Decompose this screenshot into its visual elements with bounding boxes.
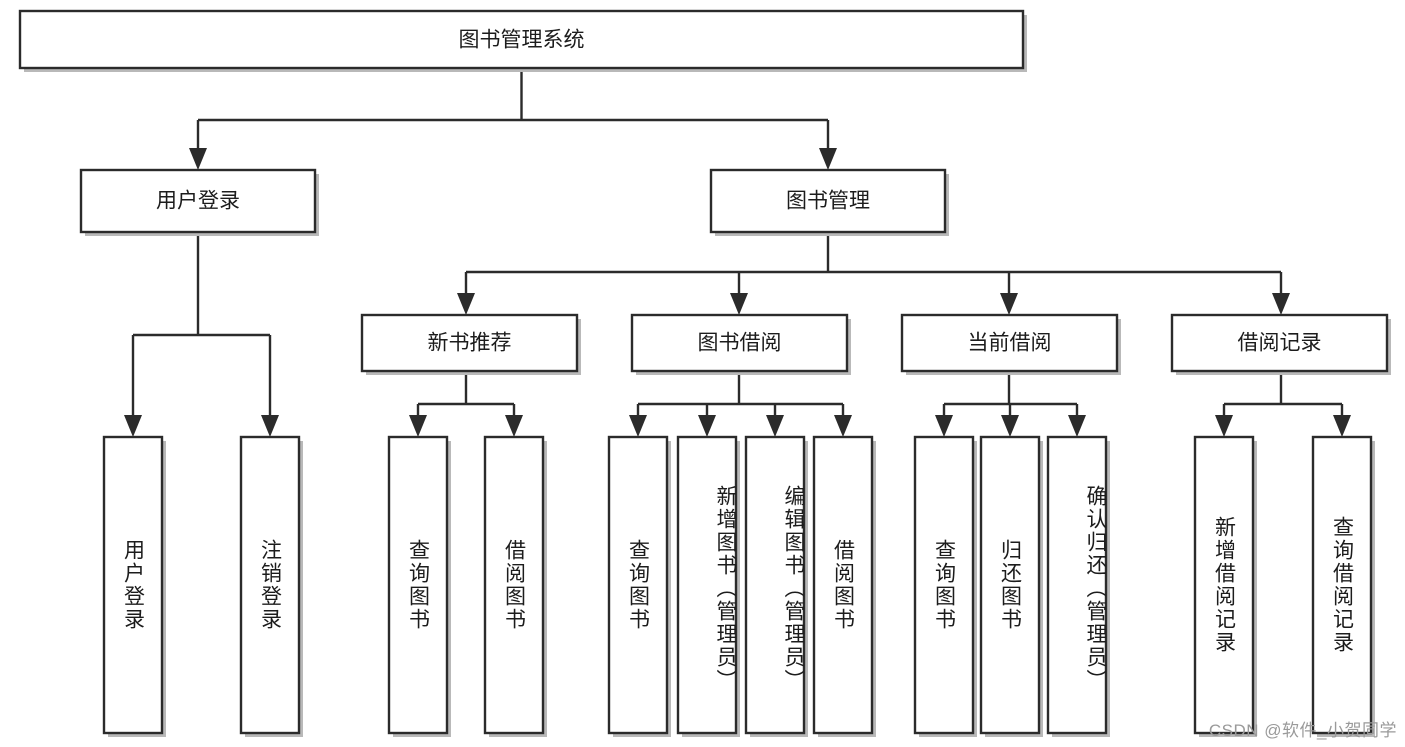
node-new-book-recommend-box[interactable] — [360, 313, 579, 373]
node-user-login-box[interactable] — [79, 168, 317, 234]
node-user-login-label: 用户登录 — [156, 190, 240, 213]
node-root[interactable]: 图书管理系统 — [18, 9, 1027, 72]
leaf-confirm-return-label: 确认归还（管理员） — [1084, 484, 1106, 692]
connectors-book-borrow-to-leaves — [629, 375, 852, 437]
arrow-to-leaf-query-book-2-icon — [629, 415, 647, 437]
leaf-logout-box[interactable] — [239, 435, 301, 735]
node-new-book-recommend-label: 新书推荐 — [428, 332, 512, 355]
arrow-to-leaf-add-record-icon — [1215, 415, 1233, 437]
arrow-to-leaf-query-book-3-icon — [935, 415, 953, 437]
leaf-return-book-box[interactable] — [979, 435, 1041, 735]
connectors-borrow-record-to-leaves — [1215, 375, 1351, 437]
arrow-to-new-book-recommend-icon — [457, 293, 475, 315]
leaf-edit-book-box[interactable] — [744, 435, 806, 735]
node-current-borrow-label: 当前借阅 — [968, 332, 1052, 355]
leaf-borrow-book-2-box[interactable] — [812, 435, 874, 735]
node-user-login[interactable]: 用户登录 — [79, 168, 319, 236]
arrow-to-user-login-icon — [189, 148, 207, 170]
arrow-to-leaf-user-login-icon — [124, 415, 142, 437]
leaf-query-book-2-box[interactable] — [607, 435, 669, 735]
connectors-book-management-to-level3 — [457, 232, 1290, 315]
node-borrow-record-box[interactable] — [1170, 313, 1389, 373]
connectors-root-to-level2 — [189, 68, 837, 170]
node-borrow-record-label: 借阅记录 — [1238, 332, 1322, 355]
connectors-current-borrow-to-leaves — [935, 375, 1086, 437]
leaf-add-book-box[interactable] — [676, 435, 738, 735]
node-book-borrow[interactable]: 图书借阅 — [630, 313, 851, 375]
leaf-borrow-book-1-box[interactable] — [483, 435, 545, 735]
node-book-management-box[interactable] — [709, 168, 947, 234]
node-current-borrow-box[interactable] — [900, 313, 1119, 373]
leaf-query-book-3-box[interactable] — [913, 435, 975, 735]
node-book-management-label: 图书管理 — [786, 190, 870, 213]
node-book-borrow-box[interactable] — [630, 313, 849, 373]
leaf-user-login-box[interactable] — [102, 435, 164, 735]
leaf-borrow-book-1-label: 借阅图书 — [502, 539, 526, 631]
leaf-query-record-label: 查询借阅记录 — [1330, 516, 1354, 654]
leaf-boxes — [102, 435, 1375, 737]
leaf-logout-label: 注销登录 — [258, 539, 282, 631]
node-book-borrow-label: 图书借阅 — [698, 332, 782, 355]
arrow-to-leaf-borrow-book-2-icon — [834, 415, 852, 437]
node-new-book-recommend[interactable]: 新书推荐 — [360, 313, 581, 375]
leaf-query-book-1-label: 查询图书 — [406, 539, 430, 631]
node-root-box[interactable] — [18, 9, 1025, 70]
arrow-to-leaf-confirm-return-icon — [1068, 415, 1086, 437]
leaf-add-record-box[interactable] — [1193, 435, 1255, 735]
connectors-new-book-recommend-to-leaves — [409, 375, 523, 437]
leaf-add-record-label: 新增借阅记录 — [1212, 516, 1236, 654]
node-borrow-record[interactable]: 借阅记录 — [1170, 313, 1391, 375]
node-current-borrow[interactable]: 当前借阅 — [900, 313, 1121, 375]
node-book-management[interactable]: 图书管理 — [709, 168, 949, 236]
leaf-edit-book-label: 编辑图书（管理员） — [782, 484, 804, 692]
leaf-return-book-label: 归还图书 — [998, 539, 1022, 631]
leaf-confirm-return-box[interactable] — [1046, 435, 1108, 735]
connectors-user-login-to-leaves — [124, 232, 279, 437]
leaf-query-book-1-box[interactable] — [387, 435, 449, 735]
arrow-to-leaf-logout-icon — [261, 415, 279, 437]
leaf-query-book-3-label: 查询图书 — [932, 539, 956, 631]
arrow-to-leaf-query-record-icon — [1333, 415, 1351, 437]
arrow-to-leaf-add-book-icon — [698, 415, 716, 437]
leaf-add-book-label: 新增图书（管理员） — [714, 484, 736, 692]
arrow-to-leaf-borrow-book-1-icon — [505, 415, 523, 437]
leaf-query-record-box[interactable] — [1311, 435, 1373, 735]
arrow-to-leaf-edit-book-icon — [766, 415, 784, 437]
arrow-to-borrow-record-icon — [1272, 293, 1290, 315]
watermark-label: CSDN @软件_小贺同学 — [1208, 721, 1397, 740]
node-root-label: 图书管理系统 — [459, 29, 585, 52]
arrow-to-leaf-query-book-1-icon — [409, 415, 427, 437]
arrow-to-current-borrow-icon — [1000, 293, 1018, 315]
leaf-query-book-2-label: 查询图书 — [626, 539, 650, 631]
arrow-to-book-management-icon — [819, 148, 837, 170]
leaf-borrow-book-2-label: 借阅图书 — [831, 539, 855, 631]
leaf-user-login-label: 用户登录 — [121, 539, 145, 631]
arrow-to-leaf-return-book-icon — [1001, 415, 1019, 437]
arrow-to-book-borrow-icon — [730, 293, 748, 315]
